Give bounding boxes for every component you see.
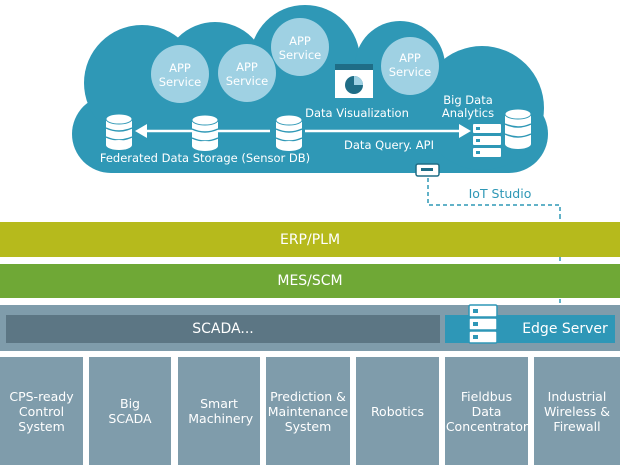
mes-scm-layer: MES/SCM	[0, 264, 620, 298]
scada-label: SCADA...	[192, 321, 254, 337]
erp-plm-label: ERP/PLM	[279, 231, 341, 248]
device-label: Smart Machinery	[188, 396, 254, 426]
data-query-label: Data Query. API	[344, 138, 434, 152]
big-data-analytics-label: Big Data	[443, 93, 493, 107]
data-visualization-label: Data Visualization	[305, 106, 409, 120]
cloud-diagram: APP Service APP Service APP Service APP …	[72, 5, 561, 215]
mes-scm-label: MES/SCM	[277, 273, 343, 289]
scada-layer: SCADA... Edge Server	[0, 304, 620, 351]
app-service-bubbles	[151, 18, 439, 103]
big-data-analytics-label-2: Analytics	[442, 106, 494, 120]
app-service-label-1: APP	[169, 61, 191, 75]
federated-storage-label: Federated Data Storage (Sensor DB)	[100, 151, 310, 165]
app-service-bubble-1	[151, 45, 209, 103]
device-industrial-wireless: Industrial Wireless & Firewall	[534, 357, 620, 465]
data-visualization-icon	[335, 64, 373, 98]
device-cps-control: CPS-ready Control System	[0, 357, 83, 465]
edge-server-box: Edge Server	[445, 304, 615, 344]
device-big-scada: Big SCADA	[89, 357, 171, 465]
app-service-label-3: APP	[289, 34, 311, 48]
database-icon-3	[275, 114, 303, 151]
iot-studio-label: IoT Studio	[469, 186, 532, 201]
device-label: Industrial Wireless & Firewall	[543, 388, 610, 434]
app-service-label-2b: Service	[226, 74, 269, 88]
device-label: Prediction & Maintenance System	[267, 388, 349, 434]
device-robotics: Robotics	[356, 357, 439, 465]
app-service-label-2: APP	[236, 60, 258, 74]
app-service-bubble-2	[218, 44, 276, 102]
erp-plm-layer: ERP/PLM	[0, 222, 620, 257]
api-connector-slot	[421, 168, 433, 171]
app-service-label-4b: Service	[389, 65, 432, 79]
device-label: Fieldbus Data Concentrator	[445, 388, 528, 434]
device-label: Big SCADA	[108, 396, 152, 426]
database-icon-1	[105, 113, 133, 150]
device-label: Robotics	[370, 403, 425, 419]
device-label: CPS-ready Control System	[9, 388, 74, 434]
sensor-database-icons	[105, 113, 303, 151]
scada-box: SCADA...	[6, 315, 440, 343]
edge-server-icon	[468, 304, 498, 344]
server-rack-icon	[473, 124, 501, 157]
iot-link-line	[427, 178, 561, 215]
app-service-bubble-3	[271, 18, 329, 76]
app-service-label-3b: Service	[279, 48, 322, 62]
app-service-label-4: APP	[399, 51, 421, 65]
device-layer: CPS-ready Control System Big SCADA Smart…	[0, 357, 620, 465]
device-smart-machinery: Smart Machinery	[178, 357, 260, 465]
analytics-database-icon	[504, 108, 532, 149]
app-service-label-1b: Service	[159, 75, 202, 89]
device-prediction-maintenance: Prediction & Maintenance System	[266, 357, 350, 465]
app-service-bubble-4	[381, 37, 439, 95]
edge-server-label: Edge Server	[522, 321, 608, 337]
device-fieldbus-concentrator: Fieldbus Data Concentrator	[445, 357, 528, 465]
database-icon-2	[191, 114, 219, 151]
